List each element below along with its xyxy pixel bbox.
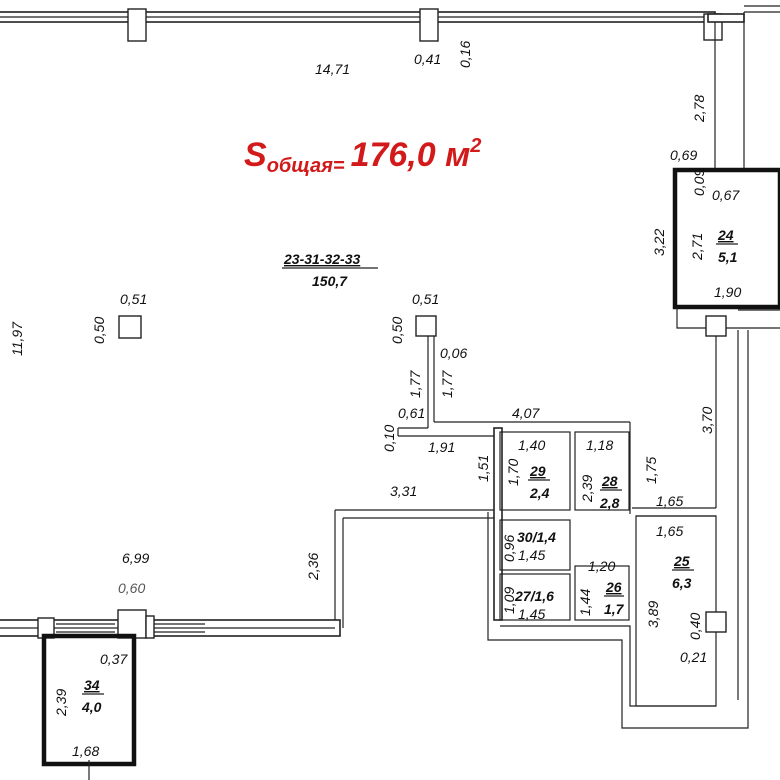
dim-label: 0,69 bbox=[670, 147, 697, 163]
room-29-id: 29 bbox=[529, 463, 546, 479]
room-29-label: 29 2,4 bbox=[528, 463, 550, 501]
dim-label: 14,71 bbox=[315, 61, 350, 77]
dim-label: 2,39 bbox=[53, 689, 69, 717]
room-26-area: 1,7 bbox=[604, 601, 625, 617]
room-main-area: 150,7 bbox=[312, 273, 348, 289]
dim-label: 1,18 bbox=[586, 437, 613, 453]
room-25-area: 6,3 bbox=[672, 575, 692, 591]
room-28-label: 28 2,8 bbox=[599, 473, 622, 511]
dim-label: 4,07 bbox=[512, 405, 540, 421]
dim-label: 1,40 bbox=[518, 437, 545, 453]
dim-label: 1,44 bbox=[577, 589, 593, 616]
dim-label: 0,06 bbox=[440, 345, 467, 361]
dim-label: 11,97 bbox=[9, 321, 25, 356]
dim-label: 1,09 bbox=[501, 587, 517, 614]
room-34-area: 4,0 bbox=[81, 699, 102, 715]
dim-label: 1,90 bbox=[714, 284, 741, 300]
dim-label: 1,68 bbox=[72, 743, 99, 759]
dim-label: 1,51 bbox=[475, 455, 491, 482]
room-24-outline bbox=[672, 167, 780, 310]
dim-label: 0,10 bbox=[381, 425, 397, 452]
room-25-label: 25 6,3 bbox=[672, 553, 694, 591]
room-29-area: 2,4 bbox=[529, 485, 550, 501]
room-26-label: 26 1,7 bbox=[604, 579, 625, 617]
room-28-id: 28 bbox=[601, 473, 618, 489]
dim-label: 3,31 bbox=[390, 483, 417, 499]
dim-label: 2,39 bbox=[579, 475, 595, 503]
room-main-label: 23-31-32-33 150,7 bbox=[282, 251, 378, 289]
dim-label: 6,99 bbox=[122, 550, 149, 566]
dim-label: 1,65 bbox=[656, 523, 683, 539]
room-26-id: 26 bbox=[605, 579, 622, 595]
room-24-lower-walls bbox=[676, 307, 780, 700]
dim-label: 1,77 bbox=[407, 370, 423, 398]
room-24-id: 24 bbox=[717, 227, 734, 243]
room-30-label: 30/1,4 bbox=[517, 529, 556, 545]
dim-label: 2,71 bbox=[689, 233, 705, 261]
dim-label: 0,09 bbox=[691, 169, 707, 196]
dim-label: 0,21 bbox=[680, 649, 707, 665]
dim-label: 1,45 bbox=[518, 606, 545, 622]
dim-label: 0,16 bbox=[457, 41, 473, 68]
dim-label: 0,41 bbox=[414, 51, 441, 67]
dim-label: 2,36 bbox=[305, 553, 321, 581]
inner-partitions bbox=[118, 315, 749, 729]
dim-label: 1,91 bbox=[428, 439, 455, 455]
dim-label: 3,89 bbox=[645, 601, 661, 628]
room-main-id: 23-31-32-33 bbox=[283, 251, 360, 267]
dim-label: 1,45 bbox=[518, 547, 545, 563]
room-34-id: 34 bbox=[84, 677, 100, 693]
top-wall bbox=[0, 8, 723, 42]
dim-label: 0,51 bbox=[412, 291, 439, 307]
dim-label: 1,20 bbox=[588, 558, 615, 574]
total-area-label: Sобщая=176,0 м2 bbox=[244, 135, 481, 177]
dim-label: 0,61 bbox=[398, 405, 425, 421]
dim-label: 3,70 bbox=[699, 407, 715, 434]
room-28-area: 2,8 bbox=[599, 495, 620, 511]
dim-label: 0,51 bbox=[120, 291, 147, 307]
dim-label: 1,65 bbox=[656, 493, 683, 509]
dim-label: 0,37 bbox=[100, 651, 128, 667]
dim-label: 0,40 bbox=[687, 613, 703, 640]
dim-label: 0,50 bbox=[389, 317, 405, 344]
room-27-label: 27/1,6 bbox=[514, 588, 554, 604]
room-24-area: 5,1 bbox=[718, 249, 738, 265]
right-upper-wall bbox=[707, 5, 780, 172]
dim-label: 2,78 bbox=[691, 95, 707, 123]
dim-label: 1,77 bbox=[439, 370, 455, 398]
room-24-label: 24 5,1 bbox=[716, 227, 738, 265]
dim-label: 1,70 bbox=[505, 459, 521, 486]
room-34-label: 34 4,0 bbox=[81, 677, 104, 715]
dim-label: 0,60 bbox=[118, 580, 145, 596]
dim-label: 3,22 bbox=[651, 229, 667, 256]
dim-label: 0,50 bbox=[91, 317, 107, 344]
dim-label: 1,75 bbox=[643, 457, 659, 484]
dim-label: 0,67 bbox=[712, 187, 740, 203]
bottom-left-wall bbox=[0, 609, 341, 639]
dim-label: 0,96 bbox=[501, 535, 517, 562]
room-25-id: 25 bbox=[673, 553, 690, 569]
